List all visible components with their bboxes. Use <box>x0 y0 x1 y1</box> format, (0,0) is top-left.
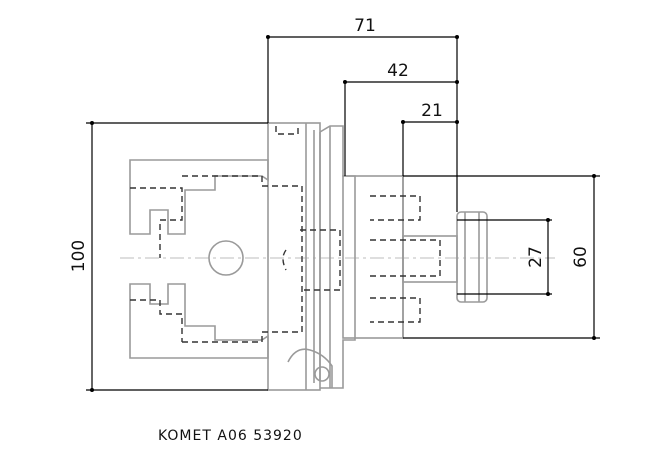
hidden-flange-slot <box>275 126 299 135</box>
coupling-body-outline-lower <box>129 283 269 359</box>
hidden-screw-mid <box>370 239 441 277</box>
hidden-shank <box>282 249 287 271</box>
clamp-nut-outline <box>456 211 488 303</box>
neck-outline <box>319 125 356 389</box>
dim-60-label: 60 <box>571 246 591 268</box>
part-outline <box>129 122 488 391</box>
dim-27-label: 27 <box>526 246 546 268</box>
dim-100-label: 100 <box>69 240 89 272</box>
hidden-coupling <box>182 175 303 343</box>
spigot-outline <box>402 235 458 283</box>
dimension-lines <box>86 36 600 391</box>
hidden-lines <box>130 126 441 343</box>
dim-71-label: 71 <box>354 16 376 36</box>
hidden-jaw-upper <box>130 187 183 258</box>
hidden-screw-lower <box>370 297 421 323</box>
drive-slot <box>287 348 333 388</box>
hidden-jaw-lower <box>130 299 183 342</box>
front-body-outline <box>342 175 404 339</box>
part-number-caption: KOMET A06 53920 <box>158 428 303 444</box>
dim-21-label: 21 <box>421 101 443 121</box>
dim-42-label: 42 <box>387 61 409 81</box>
hidden-bore <box>300 229 341 291</box>
dimension-terminators <box>90 35 596 392</box>
coupling-body-outline <box>129 159 269 235</box>
drive-slot-hole <box>314 366 330 382</box>
hidden-screw-upper <box>370 195 421 221</box>
center-hole <box>208 240 244 276</box>
